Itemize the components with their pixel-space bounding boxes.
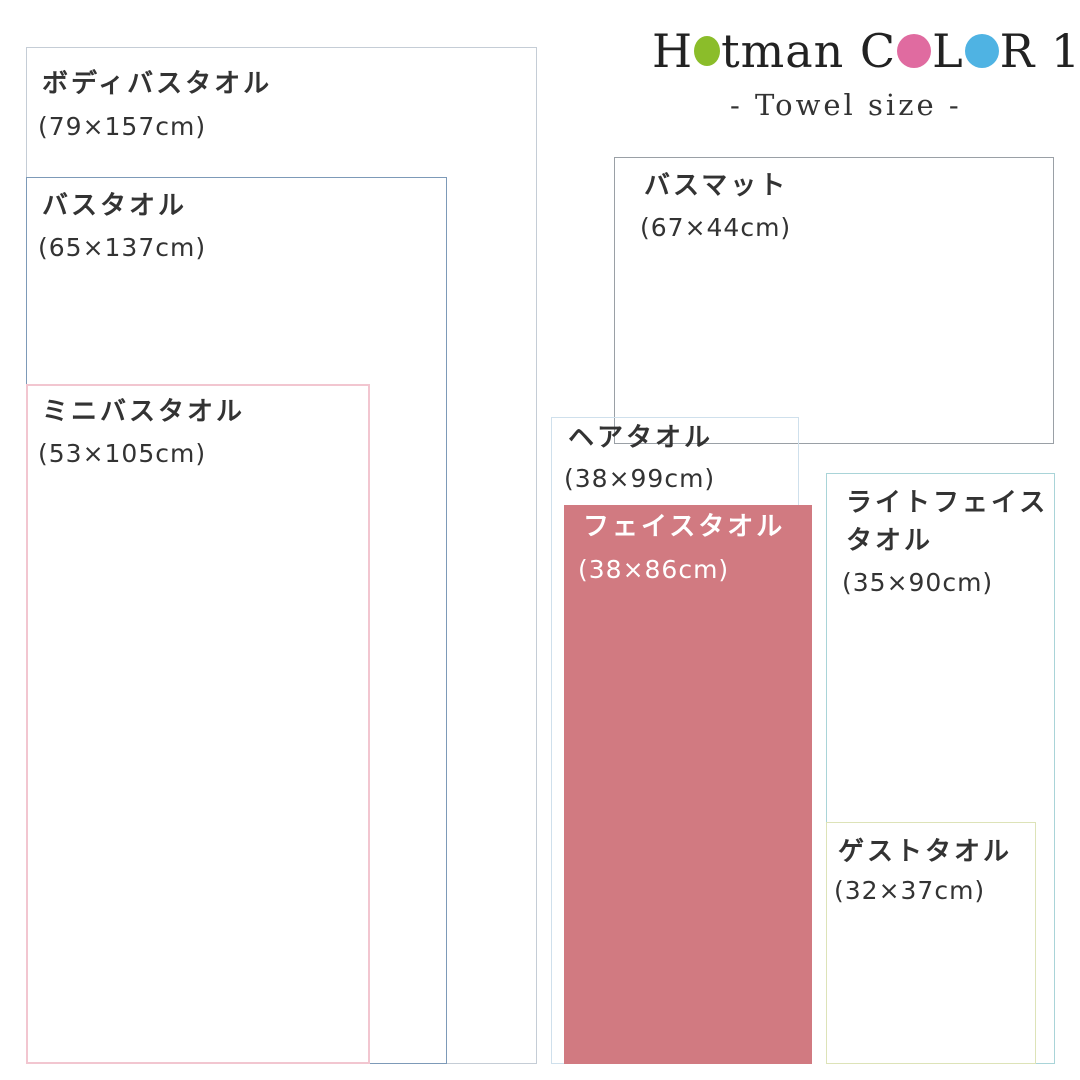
logo-dot-pink bbox=[897, 34, 932, 68]
logo-text: L bbox=[932, 24, 964, 78]
bath-towel-name: バスタオル bbox=[42, 191, 188, 221]
light-face-towel-name-line1: ライトフェイス bbox=[846, 488, 1049, 518]
hair-towel-name: ヘアタオル bbox=[568, 423, 714, 453]
mini-bath-towel-size: (53×105cm) bbox=[38, 439, 207, 468]
light-face-towel-size: (35×90cm) bbox=[842, 568, 994, 597]
logo-text: H bbox=[652, 24, 694, 78]
guest-towel-name: ゲストタオル bbox=[838, 837, 1013, 867]
logo-dot-green bbox=[694, 36, 721, 66]
hair-towel-size: (38×99cm) bbox=[564, 464, 716, 493]
subtitle: - Towel size - bbox=[730, 88, 962, 122]
face-towel-name: フェイスタオル bbox=[583, 512, 786, 542]
guest-towel-box bbox=[826, 822, 1036, 1064]
guest-towel-size: (32×37cm) bbox=[834, 876, 986, 905]
bath-mat-name: バスマット bbox=[644, 171, 789, 201]
face-towel-size: (38×86cm) bbox=[578, 555, 730, 584]
mini-bath-towel-box bbox=[26, 384, 370, 1064]
logo-text: tman C bbox=[721, 24, 897, 78]
light-face-towel-name-line2: タオル bbox=[846, 526, 934, 556]
logo-text: R 12 bbox=[999, 24, 1080, 78]
bath-towel-size: (65×137cm) bbox=[38, 233, 207, 262]
body-towel-size: (79×157cm) bbox=[38, 112, 207, 141]
body-towel-name: ボディバスタオル bbox=[42, 69, 273, 99]
logo-dot-blue bbox=[964, 34, 999, 68]
face-towel-box bbox=[564, 505, 812, 1064]
bath-mat-size: (67×44cm) bbox=[640, 213, 792, 242]
mini-bath-towel-name: ミニバスタオル bbox=[42, 397, 246, 427]
bath-mat-box bbox=[614, 157, 1054, 444]
